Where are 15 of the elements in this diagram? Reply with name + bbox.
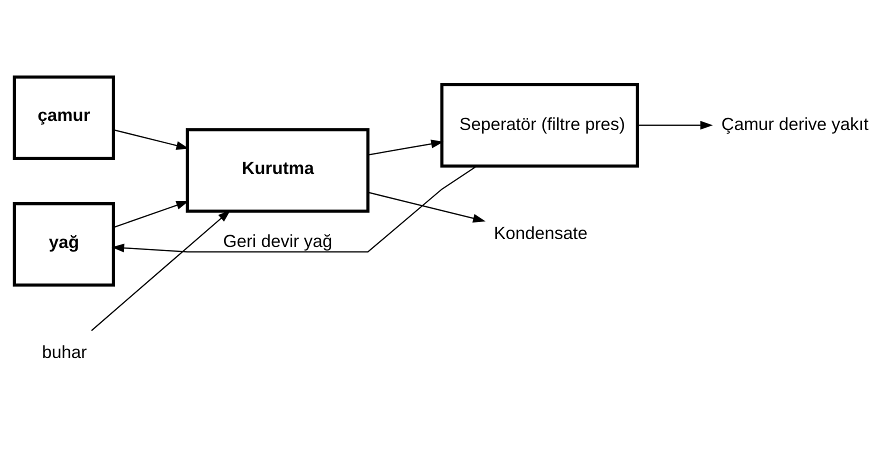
- arrow: [90, 210, 230, 331]
- edge-label: Geri devir yağ: [222, 230, 332, 251]
- node-text: Kondensate: [493, 222, 587, 242]
- arrow: [112, 200, 188, 228]
- node-text: Çamur derive yakıt: [720, 113, 868, 134]
- node-box: çamur: [12, 74, 114, 160]
- arrow: [368, 139, 444, 155]
- arrow: [368, 191, 486, 222]
- arrow: [111, 165, 477, 252]
- node-text: buhar: [41, 342, 86, 362]
- arrow: [112, 128, 188, 150]
- node-box: yağ: [12, 202, 114, 286]
- node-box: Kurutma: [185, 128, 369, 212]
- arrow: [637, 120, 712, 130]
- node-box: Seperatör (filtre pres): [440, 82, 638, 168]
